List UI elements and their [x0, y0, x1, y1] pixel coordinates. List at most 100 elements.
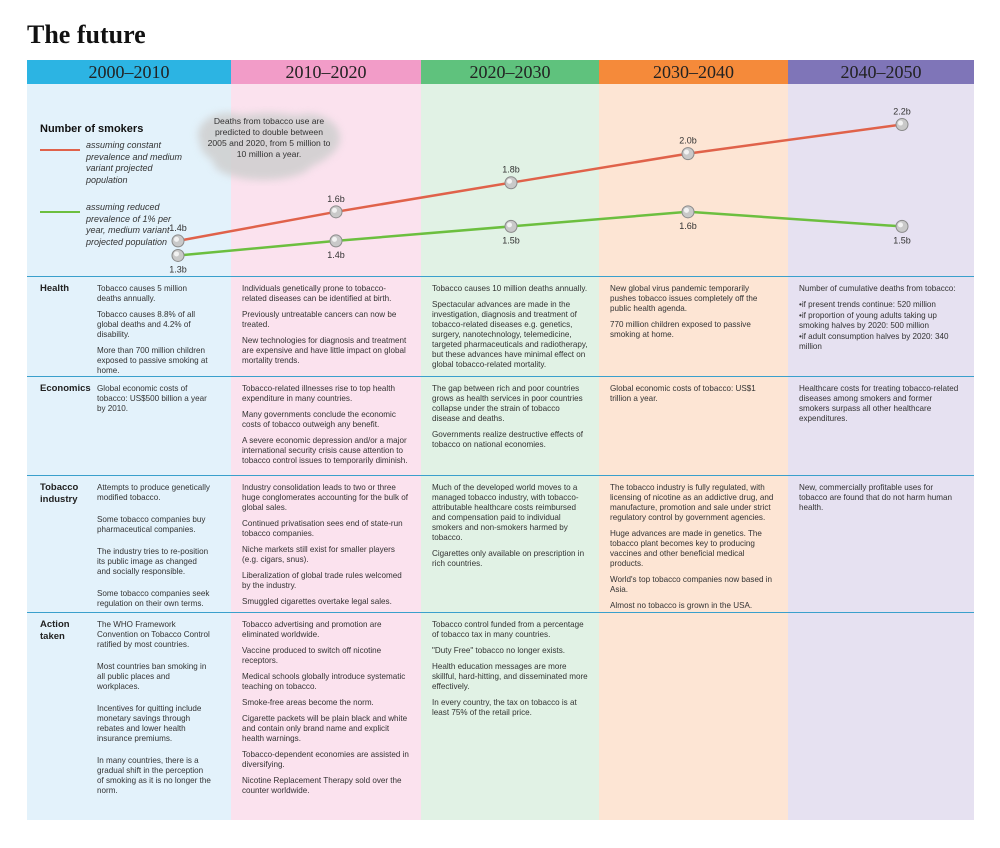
cell-r2-c5: Healthcare costs for treating tobacco-re…	[799, 384, 963, 430]
cell-r4-c2: Tobacco advertising and promotion are el…	[242, 620, 410, 802]
bullet-item: if proportion of young adults taking up …	[799, 311, 963, 331]
callout-cloud	[198, 113, 340, 180]
cell-text: Healthcare costs for treating tobacco-re…	[799, 384, 959, 423]
cell-text: Nicotine Replacement Therapy sold over t…	[242, 776, 402, 795]
cell-r3-c5: New, commercially profitable uses for to…	[799, 483, 963, 519]
data-label-s2-2: 1.4b	[327, 250, 345, 260]
data-point-s2-4	[681, 205, 695, 219]
cell-r2-c4: Global economic costs of tobacco: US$1 t…	[610, 384, 777, 410]
legend-entry-reduced: assuming reduced prevalence of 1% per ye…	[40, 202, 190, 248]
cell-r4-c3: Tobacco control funded from a percentage…	[432, 620, 588, 724]
cell-text: Governments realize destructive effects …	[432, 430, 584, 449]
row-divider	[27, 475, 974, 476]
cell-text: Industry consolidation leads to two or t…	[242, 483, 409, 512]
row-label-2: Economics	[40, 383, 91, 394]
cell-r3-c2: Industry consolidation leads to two or t…	[242, 483, 410, 613]
cell-text: In many countries, there is a gradual sh…	[97, 756, 211, 795]
cell-text: "Duty Free" tobacco no longer exists.	[432, 646, 566, 655]
callout-text: Deaths from tobacco use are predicted to…	[207, 116, 331, 159]
data-label-s1-5: 2.2b	[893, 107, 911, 117]
bullet-item: if present trends continue: 520 million	[799, 300, 963, 310]
data-point-s1-2	[329, 205, 343, 219]
data-point-s2-3	[504, 219, 518, 233]
cell-text: A severe economic depression and/or a ma…	[242, 436, 408, 465]
cell-text: Tobacco advertising and promotion are el…	[242, 620, 382, 639]
cell-text: Smoke-free areas become the norm.	[242, 698, 374, 707]
cell-text: The gap between rich and poor countries …	[432, 384, 583, 423]
column-background-5	[788, 84, 974, 820]
cell-r1-c3: Tobacco causes 10 million deaths annuall…	[432, 284, 588, 376]
data-label-s2-1: 1.3b	[169, 264, 187, 274]
cell-text: Global economic costs of tobacco: US$500…	[97, 384, 207, 413]
column-header-3: 2020–2030	[421, 60, 599, 84]
cell-text: The tobacco industry is fully regulated,…	[610, 483, 774, 522]
cell-text: In every country, the tax on tobacco is …	[432, 698, 577, 717]
column-header-1: 2000–2010	[27, 60, 231, 84]
column-background-1	[27, 84, 231, 820]
cell-text: New global virus pandemic temporarily pu…	[610, 284, 758, 313]
cell-r2-c3: The gap between rich and poor countries …	[432, 384, 588, 456]
cell-text: Individuals genetically prone to tobacco…	[242, 284, 392, 303]
column-background-3	[421, 84, 599, 820]
cell-r1-c5: Number of cumulative deaths from tobacco…	[799, 284, 963, 353]
data-point-s2-5	[895, 219, 909, 233]
cell-r1-c2: Individuals genetically prone to tobacco…	[242, 284, 410, 372]
cell-text: Tobacco causes 10 million deaths annuall…	[432, 284, 588, 293]
data-point-s1-3	[504, 176, 518, 190]
cell-text: Tobacco-dependent economies are assisted…	[242, 750, 409, 769]
cell-text: Some tobacco companies buy pharmaceutica…	[97, 515, 206, 534]
cell-text: Global economic costs of tobacco: US$1 t…	[610, 384, 756, 403]
cell-text: Health education messages are more skill…	[432, 662, 588, 691]
row-label-4: Action taken	[40, 619, 70, 642]
cell-text: Tobacco control funded from a percentage…	[432, 620, 584, 639]
column-header-5: 2040–2050	[788, 60, 974, 84]
cell-text: Smuggled cigarettes overtake legal sales…	[242, 597, 392, 606]
row-divider	[27, 612, 974, 613]
cell-text: Vaccine produced to switch off nicotine …	[242, 646, 382, 665]
page-title: The future	[27, 20, 146, 49]
cell-r1-c1: Tobacco causes 5 million deaths annually…	[97, 284, 211, 382]
cell-text: Tobacco-related illnesses rise to top he…	[242, 384, 395, 403]
cell-text: Number of cumulative deaths from tobacco…	[799, 284, 956, 293]
series-line-2	[177, 210, 903, 257]
cell-text: Most countries ban smoking in all public…	[97, 662, 207, 691]
cell-text: Cigarette packets will be plain black an…	[242, 714, 408, 743]
cell-text: New, commercially profitable uses for to…	[799, 483, 952, 512]
cell-text: New technologies for diagnosis and treat…	[242, 336, 407, 365]
data-point-s2-2	[329, 234, 343, 248]
data-point-s1-4	[681, 147, 695, 161]
cell-text: Many governments conclude the economic c…	[242, 410, 396, 429]
data-label-s1-1: 1.4b	[169, 223, 187, 233]
data-point-s2-1	[171, 248, 185, 262]
data-label-s2-4: 1.6b	[679, 221, 697, 231]
cell-r2-c2: Tobacco-related illnesses rise to top he…	[242, 384, 410, 472]
cell-r2-c1: Global economic costs of tobacco: US$500…	[97, 384, 211, 420]
cell-text: World's top tobacco companies now based …	[610, 575, 773, 594]
row-label-1: Health	[40, 283, 70, 294]
bullet-item: if adult consumption halves by 2020: 340…	[799, 332, 963, 352]
row-divider	[27, 376, 974, 377]
cell-text: Continued privatisation sees end of stat…	[242, 519, 403, 538]
cell-text: The industry tries to re-position its pu…	[97, 547, 209, 576]
column-header-2: 2010–2020	[231, 60, 421, 84]
cell-r1-c4: New global virus pandemic temporarily pu…	[610, 284, 777, 346]
column-header-4: 2030–2040	[599, 60, 788, 84]
cell-text: More than 700 million children exposed t…	[97, 346, 208, 375]
data-label-s1-4: 2.0b	[679, 136, 697, 146]
cell-text: Much of the developed world moves to a m…	[432, 483, 579, 542]
column-background-2	[231, 84, 421, 820]
cell-text: Incentives for quitting include monetary…	[97, 704, 202, 743]
cell-text: Tobacco causes 5 million deaths annually…	[97, 284, 187, 303]
data-point-s1-1	[171, 234, 185, 248]
cell-text: The WHO Framework Convention on Tobacco …	[97, 620, 210, 649]
legend-swatch-reduced	[40, 210, 80, 213]
cell-text: Cigarettes only available on prescriptio…	[432, 549, 585, 568]
cell-text: Spectacular advances are made in the inv…	[432, 300, 588, 369]
legend-entry-constant: assuming constant prevalence and medium …	[40, 140, 190, 186]
row-divider	[27, 276, 974, 277]
column-background-4	[599, 84, 788, 820]
cell-r3-c3: Much of the developed world moves to a m…	[432, 483, 588, 575]
cell-text: Previously untreatable cancers can now b…	[242, 310, 397, 329]
cell-text: 770 million children exposed to passive …	[610, 320, 751, 339]
